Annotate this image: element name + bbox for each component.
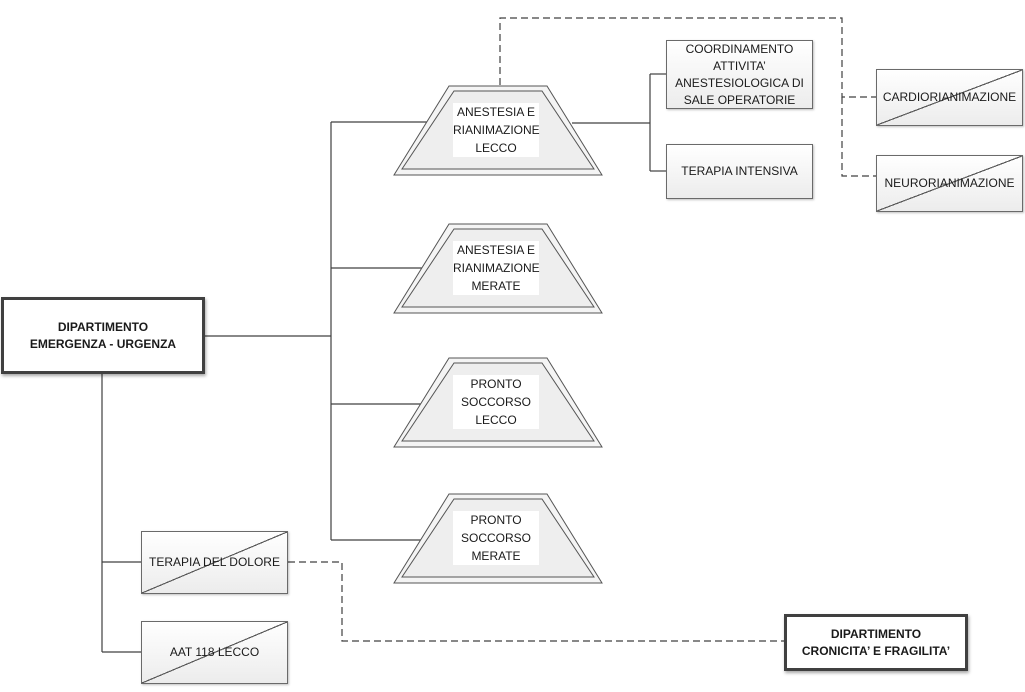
external-title-line2: CRONICITA’ E FRAGILITA’ xyxy=(801,643,951,658)
terapia-intensiva: TERAPIA INTENSIVA xyxy=(666,144,813,199)
box-label: CARDIORIANIMAZIONE xyxy=(882,90,1017,104)
unit-label-line: ANESTESIA E xyxy=(456,105,536,119)
unit-pronto-soccorso-merate: PRONTO SOCCORSO MERATE xyxy=(392,493,604,585)
unit-label-line: LECCO xyxy=(475,141,517,155)
unit-label: ANESTESIA E RIANIMAZIONE MERATE xyxy=(453,241,540,295)
unit-pronto-soccorso-lecco: PRONTO SOCCORSO LECCO xyxy=(392,357,604,449)
box-label: AAT 118 LECCO xyxy=(169,645,260,659)
unit-label-line: RIANIMAZIONE xyxy=(453,123,540,137)
box-label: TERAPIA INTENSIVA xyxy=(681,164,798,178)
box-label-line: COORDINAMENTO xyxy=(685,41,794,56)
unit-anestesia-rianimazione-merate: ANESTESIA E RIANIMAZIONE MERATE xyxy=(392,223,604,315)
cardiorianimazione: CARDIORIANIMAZIONE xyxy=(876,69,1023,126)
coordinamento-attivita-anestesiologica: COORDINAMENTO ATTIVITA’ ANESTESIOLOGICA … xyxy=(666,40,813,109)
dipartimento-emergenza-urgenza: DIPARTIMENTO EMERGENZA - URGENZA xyxy=(1,297,205,374)
aat-118-lecco: AAT 118 LECCO xyxy=(141,621,288,684)
unit-label-line: PRONTO xyxy=(470,377,522,391)
box-label-line: ATTIVITA’ xyxy=(713,58,766,73)
unit-label-line: MERATE xyxy=(471,549,521,563)
unit-label-line: MERATE xyxy=(471,279,521,293)
box-label: TERAPIA DEL DOLORE xyxy=(149,555,280,569)
root-title-line1: DIPARTIMENTO xyxy=(57,319,149,334)
unit-label: PRONTO SOCCORSO MERATE xyxy=(453,511,539,565)
unit-label-line: ANESTESIA E xyxy=(456,243,536,257)
external-title-line1: DIPARTIMENTO xyxy=(830,626,922,641)
unit-label-line: SOCCORSO xyxy=(460,395,531,409)
unit-label: ANESTESIA E RIANIMAZIONE LECCO xyxy=(453,103,540,157)
terapia-del-dolore: TERAPIA DEL DOLORE xyxy=(141,531,288,594)
unit-label: PRONTO SOCCORSO LECCO xyxy=(453,375,539,429)
unit-label-line: PRONTO xyxy=(470,513,522,527)
box-label-line: ANESTESIOLOGICA DI xyxy=(675,75,804,90)
box-label: NEURORIANIMAZIONE xyxy=(884,176,1015,190)
unit-anestesia-rianimazione-lecco: ANESTESIA E RIANIMAZIONE LECCO xyxy=(392,85,604,177)
unit-label-line: SOCCORSO xyxy=(460,531,531,545)
box-label-line: SALE OPERATORIE xyxy=(683,92,796,107)
unit-label-line: RIANIMAZIONE xyxy=(453,261,540,275)
dipartimento-cronicita-fragilita: DIPARTIMENTO CRONICITA’ E FRAGILITA’ xyxy=(784,614,968,671)
root-title-line2: EMERGENZA - URGENZA xyxy=(29,336,177,351)
unit-label-line: LECCO xyxy=(475,413,517,427)
neurorianimazione: NEURORIANIMAZIONE xyxy=(876,155,1023,212)
